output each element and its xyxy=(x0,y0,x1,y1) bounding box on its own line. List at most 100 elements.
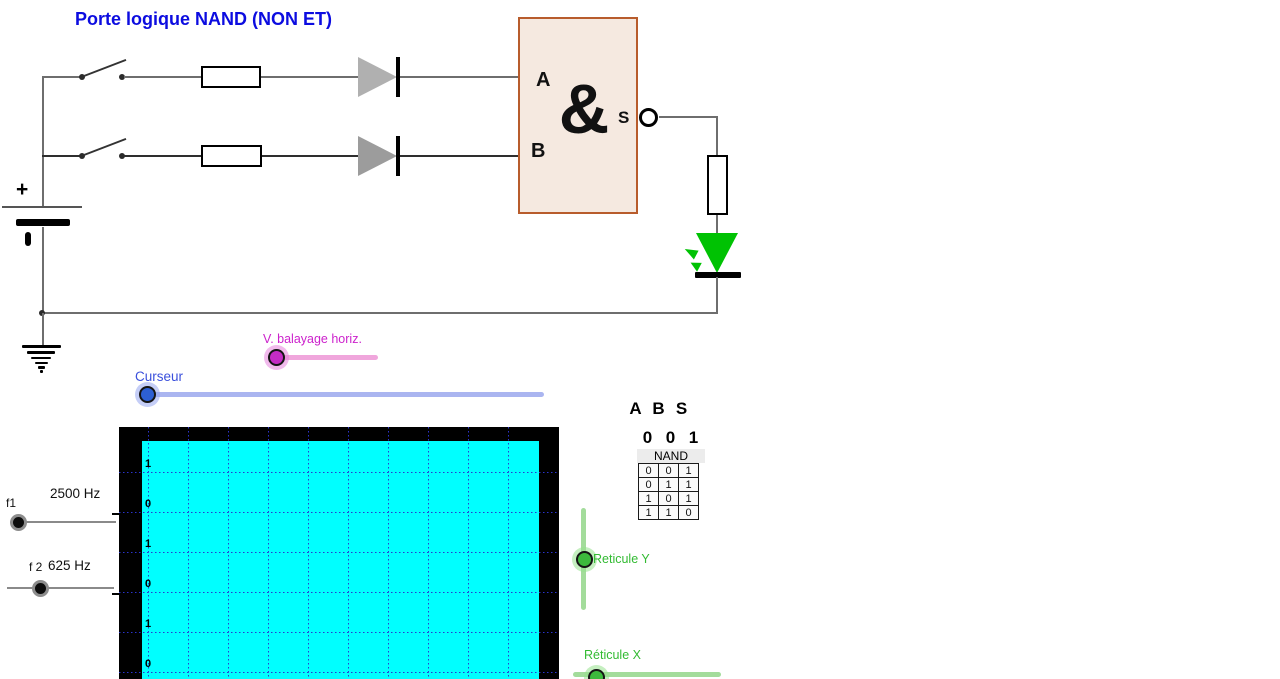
truth-table-cell: 0 xyxy=(658,463,679,478)
table-row: 1 1 0 xyxy=(638,505,699,520)
ground-line xyxy=(22,345,61,348)
resistor-a xyxy=(201,66,261,88)
f1-slider-track[interactable] xyxy=(18,521,116,523)
ground-line xyxy=(27,351,55,354)
switch-a-contact-left[interactable] xyxy=(79,74,85,80)
wire-out-h xyxy=(659,116,718,118)
f2-slider-label: f 2 xyxy=(29,560,43,574)
f2-slider-track[interactable] xyxy=(7,587,114,589)
ground-line xyxy=(35,361,48,364)
truth-table-cell: 0 xyxy=(678,505,699,520)
wire-left-lower xyxy=(42,227,44,313)
abs-value-s: 1 xyxy=(688,428,699,447)
scope-axis-tick xyxy=(112,513,119,515)
ground-line xyxy=(40,370,43,373)
truth-table-cell: 1 xyxy=(638,505,659,520)
gate-input-a-label: A xyxy=(536,69,551,91)
oscilloscope-grid xyxy=(119,427,559,679)
output-resistor xyxy=(707,155,728,215)
ampersand-symbol: & xyxy=(558,70,610,148)
table-row: 0 0 1 xyxy=(638,463,699,478)
f2-value: 625 Hz xyxy=(48,558,91,573)
inversion-bubble xyxy=(639,108,658,127)
sweep-slider-label: V. balayage horiz. xyxy=(263,332,362,346)
truth-table-cell: 1 xyxy=(658,505,679,520)
table-row: 1 0 1 xyxy=(638,491,699,506)
cursor-slider-label: Curseur xyxy=(135,369,184,384)
diode-b xyxy=(358,136,397,176)
f1-slider-knob[interactable] xyxy=(10,514,27,531)
truth-table-cell: 1 xyxy=(658,477,679,492)
reticule-x-slider-knob[interactable] xyxy=(588,669,605,679)
wire-out-v1 xyxy=(716,117,718,155)
wire-ground xyxy=(42,313,44,346)
scope-y-label: 1 xyxy=(145,538,152,550)
ground-line xyxy=(31,356,51,359)
f1-value: 2500 Hz xyxy=(50,486,101,501)
diode-a xyxy=(358,57,397,97)
wire-left-upper xyxy=(42,77,44,207)
oscilloscope: 1 0 1 0 1 0 xyxy=(119,427,559,679)
truth-table-cell: 1 xyxy=(678,491,699,506)
wire-b3 xyxy=(262,155,358,157)
led-cathode-bar xyxy=(695,272,741,278)
truth-table: 0 0 1 0 1 1 1 0 1 1 1 0 xyxy=(638,463,699,520)
wire-b1 xyxy=(42,155,80,157)
abs-header-a: A xyxy=(629,399,642,418)
cursor-slider-track[interactable] xyxy=(140,392,544,397)
battery-minus-terminal xyxy=(25,232,31,246)
wire-a4 xyxy=(400,76,518,78)
truth-table-title: NAND xyxy=(637,449,705,463)
abs-header-s: S xyxy=(675,399,688,418)
battery-negative-plate xyxy=(16,219,70,226)
truth-table-cell: 0 xyxy=(638,477,659,492)
scope-y-label: 1 xyxy=(145,618,152,630)
f2-slider-knob[interactable] xyxy=(32,580,49,597)
abs-value-b: 0 xyxy=(665,428,676,447)
nand-gate-box xyxy=(518,17,638,214)
wire-a2 xyxy=(124,76,201,78)
wire-a3 xyxy=(261,76,358,78)
sweep-slider-track[interactable] xyxy=(270,355,378,360)
sweep-slider-knob[interactable] xyxy=(268,349,285,366)
battery-positive-plate xyxy=(2,206,82,208)
resistor-b xyxy=(201,145,262,167)
abs-header: A B S xyxy=(624,399,693,419)
reticule-x-slider-label: Réticule X xyxy=(584,648,641,662)
wire-b4 xyxy=(400,155,518,157)
wire-out-v2 xyxy=(716,215,718,234)
wire-bottom-rail xyxy=(42,312,718,314)
reticule-y-slider-label: Reticule Y xyxy=(593,552,650,566)
diode-b-cathode-bar xyxy=(396,136,400,176)
reticule-x-slider-track[interactable] xyxy=(573,672,721,677)
cursor-slider-knob[interactable] xyxy=(139,386,156,403)
scope-y-label: 0 xyxy=(145,658,152,670)
truth-table-cell: 1 xyxy=(678,463,699,478)
truth-table-cell: 1 xyxy=(678,477,699,492)
wire-b2 xyxy=(124,155,201,157)
scope-axis-tick xyxy=(112,593,119,595)
scope-y-label: 0 xyxy=(145,578,152,590)
ground-line xyxy=(38,366,45,369)
switch-b-contact-left[interactable] xyxy=(79,153,85,159)
gate-output-s-label: S xyxy=(618,108,630,127)
abs-current-values: 0 0 1 xyxy=(636,428,705,448)
truth-table-cell: 0 xyxy=(638,463,659,478)
truth-table-cell: 0 xyxy=(658,491,679,506)
scope-y-label: 1 xyxy=(145,458,152,470)
battery-plus-label: + xyxy=(16,178,29,201)
page-title: Porte logique NAND (NON ET) xyxy=(75,9,332,29)
truth-table-cell: 1 xyxy=(638,491,659,506)
wire-out-v3 xyxy=(716,277,718,313)
led-green xyxy=(696,233,738,273)
f1-slider-label: f1 xyxy=(6,496,17,510)
switch-a-contact-right[interactable] xyxy=(119,74,125,80)
abs-value-a: 0 xyxy=(642,428,653,447)
reticule-y-slider-knob[interactable] xyxy=(576,551,593,568)
oscilloscope-screen xyxy=(142,441,539,679)
switch-b-contact-right[interactable] xyxy=(119,153,125,159)
abs-header-b: B xyxy=(652,399,665,418)
scope-y-label: 0 xyxy=(145,498,152,510)
wire-a1 xyxy=(42,76,80,78)
